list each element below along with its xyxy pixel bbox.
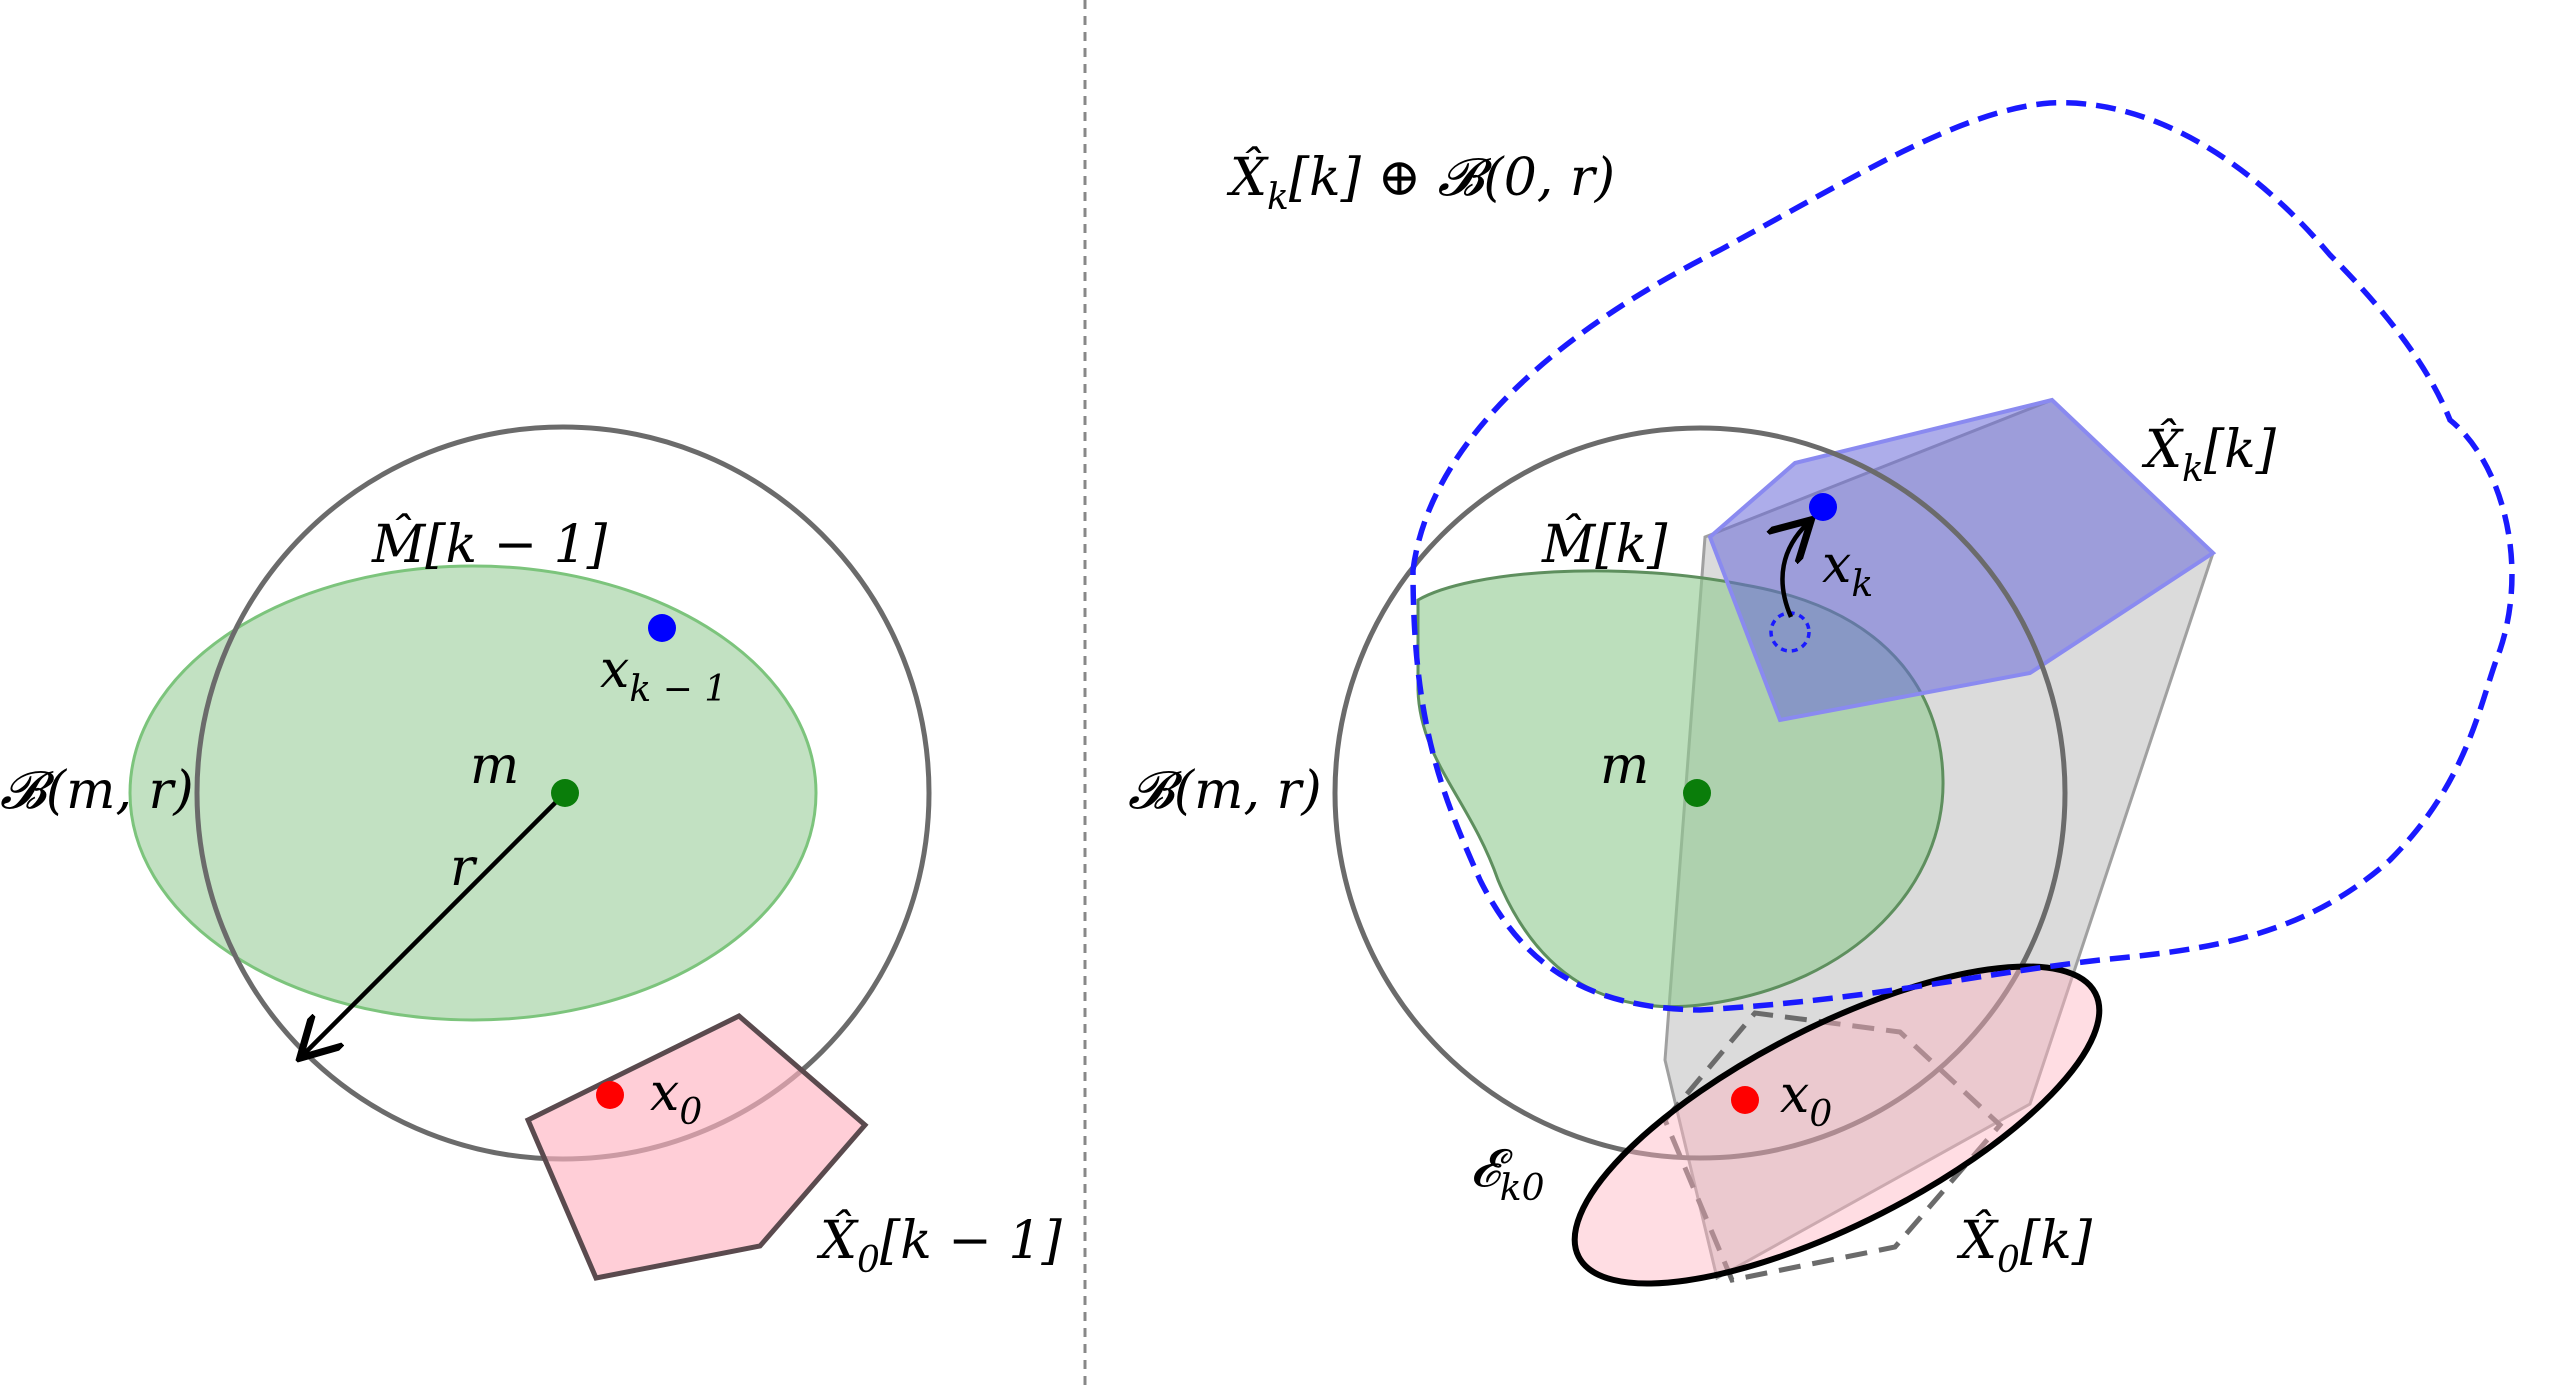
xk-hat-label-sub: k <box>2182 449 2204 490</box>
xk-hat-label-arg: [k] <box>2204 420 2277 480</box>
x0-label-sub: 0 <box>1809 1094 1832 1135</box>
m-hat-label: M̂[k] <box>1541 514 1668 575</box>
center-point <box>551 779 579 807</box>
center-label: m <box>470 736 519 796</box>
m-hat-label: M̂[k − 1] <box>371 514 608 575</box>
ball-set-green <box>128 564 818 1022</box>
x0-point <box>1731 1086 1759 1114</box>
x0-label: x0 <box>1780 1065 1832 1135</box>
dilated-set-boundary <box>1410 100 2515 1013</box>
dilated-set-label-sub: k <box>1267 177 1289 218</box>
m-hat-circle <box>1332 425 2068 1161</box>
x0-hat-label: X̂0[k] <box>1956 1210 2093 1281</box>
dilated-set-label: X̂k[k] ⊕ 𝓑(0, r) <box>1226 147 1615 218</box>
x-prev-label-main: x <box>600 640 629 700</box>
x0-hat-label-main: X̂ <box>1956 1210 1999 1271</box>
xk-label-main: x <box>1822 535 1851 595</box>
ellipsoid-label-sub: k0 <box>1500 1168 1545 1209</box>
x0-hat-polygon <box>524 1013 869 1281</box>
x0-label-sub: 0 <box>679 1092 702 1133</box>
x0-label: x0 <box>650 1063 702 1133</box>
x0-point <box>596 1081 624 1109</box>
radius-label: r <box>450 838 478 898</box>
left-panel: 𝓑(m, r) M̂[k − 1] m r xk − 1 x0 X̂0[k − … <box>0 424 1062 1281</box>
x-prev-label-sub: k − 1 <box>629 669 727 710</box>
center-label: m <box>1600 736 1649 796</box>
x-prev-point <box>648 614 676 642</box>
x0-hat-polygon <box>1662 1010 2004 1283</box>
x0-hat-label-arg: [k] <box>2020 1211 2093 1271</box>
x0-hat-label: X̂0[k − 1] <box>816 1210 1062 1281</box>
ball-label: 𝓑(m, r) <box>1128 761 1322 821</box>
xk-hat-polygon <box>1707 397 2217 723</box>
xk-point <box>1809 493 1837 521</box>
xk-label-sub: k <box>1851 564 1873 605</box>
x0-hat-label-arg: [k − 1] <box>880 1211 1063 1271</box>
xk-hat-label-main: X̂ <box>2141 419 2184 480</box>
x0-hat-label-main: X̂ <box>816 1210 859 1271</box>
x0-label-main: x <box>650 1063 679 1123</box>
x-prev-label: xk − 1 <box>600 640 727 710</box>
dilated-set-label-rest: [k] ⊕ 𝓑(0, r) <box>1289 148 1615 208</box>
ball-label: 𝓑(m, r) <box>0 761 194 821</box>
transition-arrow <box>1782 523 1808 618</box>
x0-hat-label-sub: 0 <box>1997 1240 2020 1281</box>
dilated-set-label-main: X̂ <box>1226 147 1269 208</box>
ellipsoid <box>1571 963 2103 1287</box>
x0-hat-label-sub: 0 <box>857 1240 880 1281</box>
right-panel: X̂k[k] ⊕ 𝓑(0, r) X̂k[k] M̂[k] xk 𝓑(m, r)… <box>1128 100 2515 1287</box>
xk-hat-label: X̂k[k] <box>2141 419 2277 490</box>
center-point <box>1683 779 1711 807</box>
radius-arrow <box>303 791 567 1055</box>
xk-label: xk <box>1822 535 1873 605</box>
ellipsoid-label: 𝓔k0 <box>1470 1139 1545 1209</box>
x0-label-main: x <box>1780 1065 1809 1125</box>
